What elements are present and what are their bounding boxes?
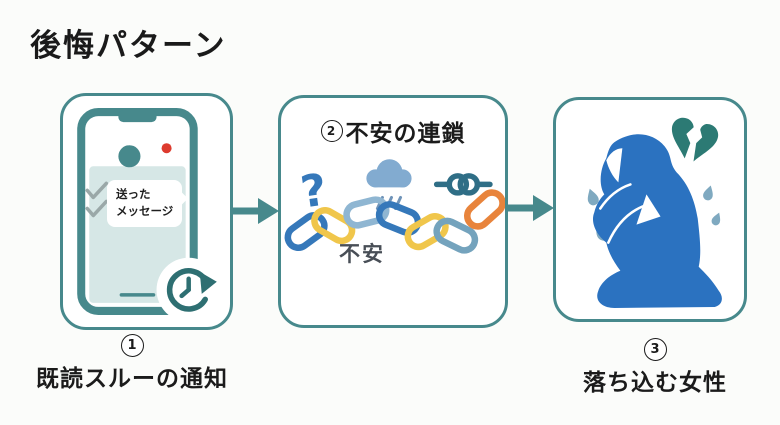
- bubble-line2: メッセージ: [116, 204, 174, 219]
- notification-dot-icon: [161, 143, 172, 154]
- panel-step2-anxiety-chain: 2 不安の連鎖: [278, 95, 508, 328]
- phone-illustration: [77, 108, 221, 322]
- broken-heart-icon: [671, 117, 719, 162]
- arm-line: [599, 183, 632, 210]
- rain-cloud-icon: [366, 159, 412, 210]
- step3-number-badge: 3: [643, 338, 667, 361]
- step1-number-badge: 1: [120, 334, 144, 357]
- panel-step1-phone: 送った メッセージ: [60, 93, 233, 330]
- clock-history-icon: [156, 257, 221, 322]
- chain-link-yellow: [311, 206, 356, 245]
- read-checkmark-icon: [85, 181, 109, 200]
- step3-caption: 3 落ち込む女性: [545, 338, 765, 397]
- chain-link-yellow: [404, 213, 449, 251]
- panel2-heading-text: 不安の連鎖: [345, 121, 466, 147]
- knot-icon: [433, 173, 493, 196]
- panel2-heading: 2 不安の連鎖: [281, 114, 505, 148]
- phone-notch: [118, 110, 157, 123]
- step2-number-badge: 2: [320, 120, 343, 142]
- step3-caption-text: 落ち込む女性: [583, 370, 727, 396]
- avatar-icon: [118, 145, 141, 168]
- flow-arrow-icon: [230, 198, 279, 224]
- arm-line: [607, 205, 644, 244]
- anxiety-label: 不安: [339, 242, 385, 266]
- chain-link-steelblue: [433, 217, 479, 254]
- step1-caption-text: 既読スルーの通知: [36, 366, 228, 392]
- face-highlight: [606, 148, 623, 183]
- depressed-woman-illustration: [587, 117, 722, 308]
- woman-silhouette: [592, 134, 722, 308]
- panel-step3-depressed-woman: [553, 97, 747, 322]
- page-title: 後悔パターン: [30, 28, 227, 64]
- chain-link-orange: [464, 189, 505, 230]
- chest-highlight: [636, 194, 661, 225]
- chain-link-blue: [284, 212, 328, 252]
- message-bubble: 送った メッセージ: [107, 180, 189, 227]
- chain-link-blue: [375, 201, 422, 236]
- bubble-line1: 送った: [116, 187, 151, 201]
- read-checkmark-icon: [85, 199, 109, 218]
- anxiety-chain-illustration: [284, 159, 505, 254]
- step1-caption: 1 既読スルーの通知: [12, 334, 252, 393]
- flow-arrow-icon: [505, 195, 554, 221]
- chain: [284, 189, 505, 254]
